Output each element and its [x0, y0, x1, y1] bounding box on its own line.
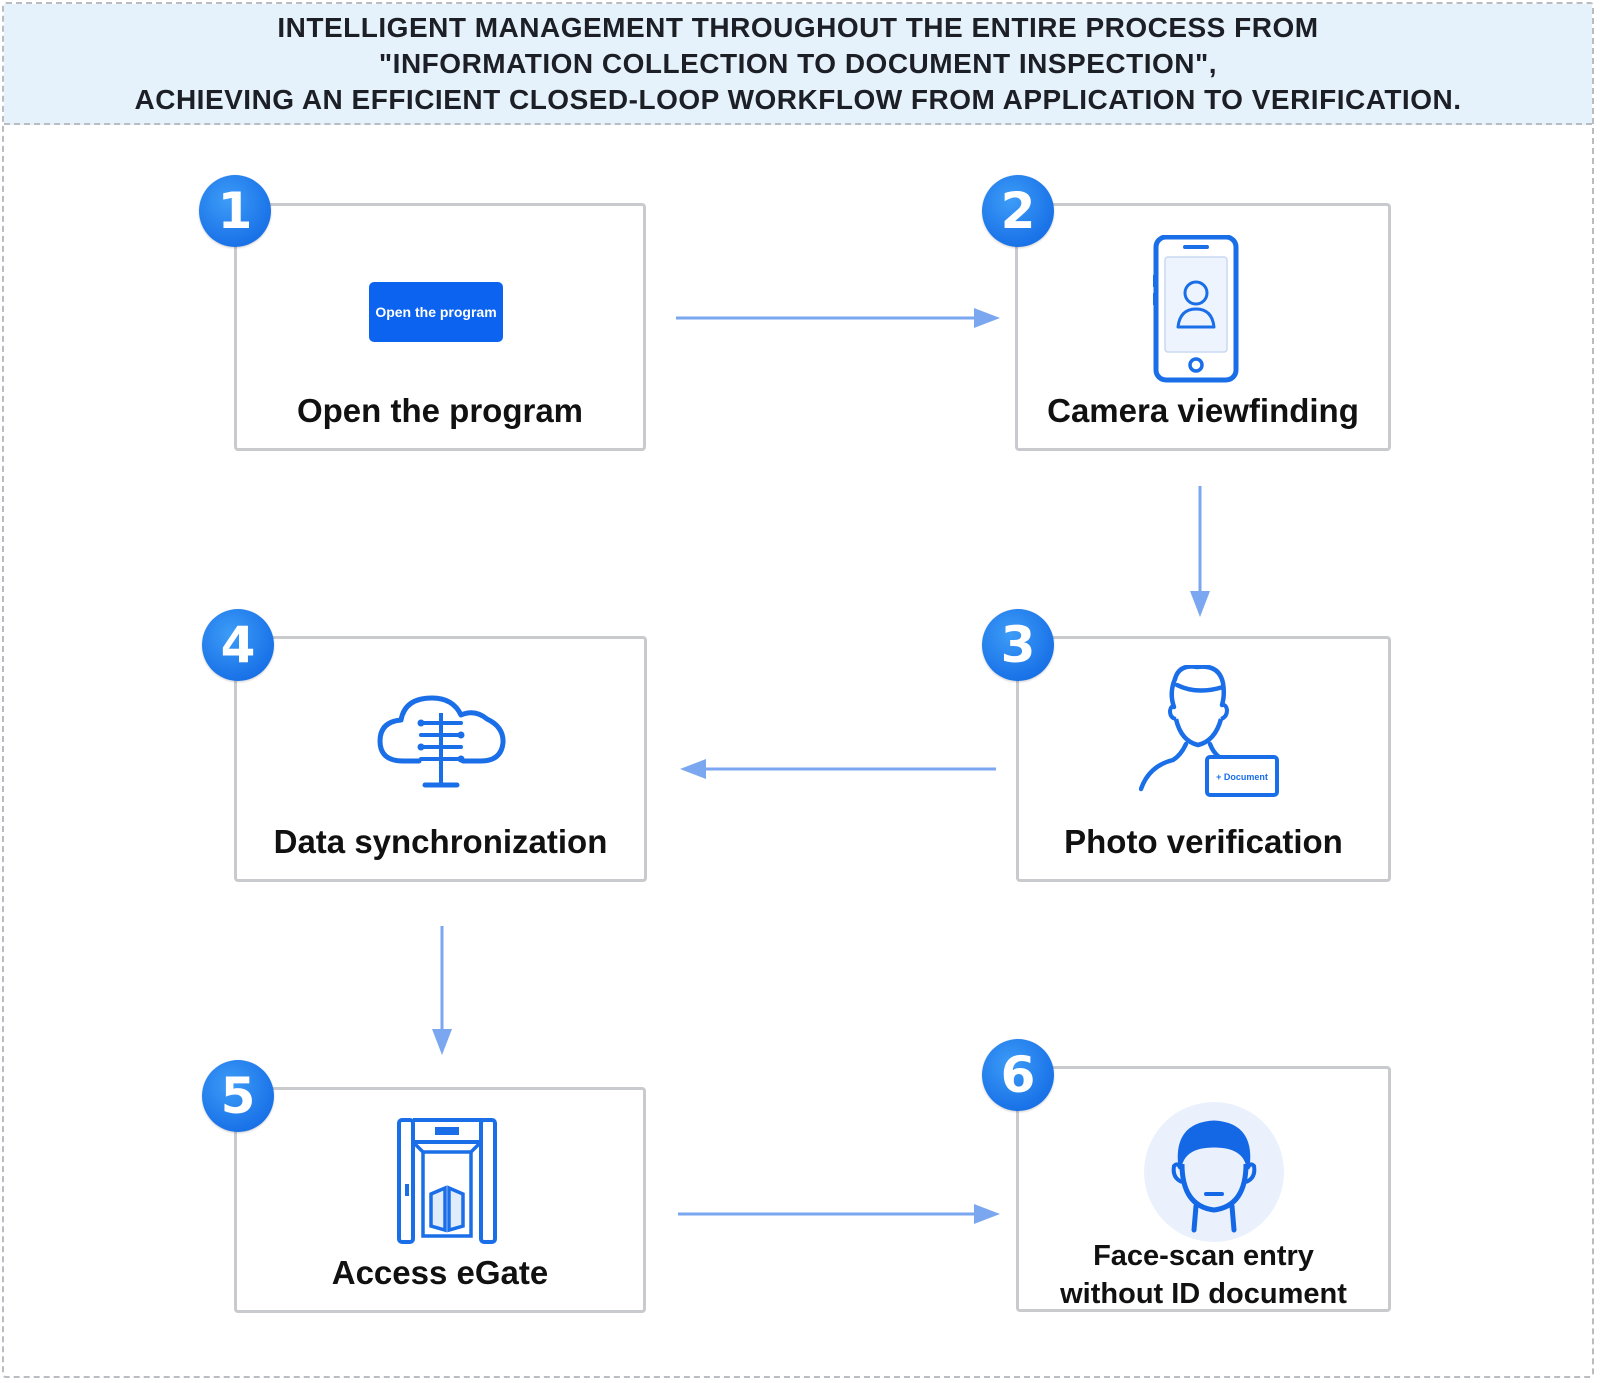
- step-5-box: Access eGate: [234, 1087, 646, 1313]
- step-5-label: Access eGate: [331, 1254, 549, 1291]
- step-6-box: Face-scan entry without ID document: [1016, 1066, 1391, 1312]
- step-2-label: Camera viewfinding: [1047, 392, 1359, 429]
- step-6-label: Face-scan entry without ID document: [1019, 1237, 1388, 1313]
- header-banner: INTELLIGENT MANAGEMENT THROUGHOUT THE EN…: [4, 4, 1592, 125]
- arrow-step4-to-step5: [432, 926, 452, 1055]
- step-6-label-line-1: Face-scan entry: [1093, 1240, 1314, 1272]
- arrow-step5-to-step6: [678, 1204, 1000, 1224]
- step-2-box: Camera viewfinding: [1015, 203, 1391, 451]
- smartphone-camera-icon: [1153, 235, 1239, 383]
- arrow-step2-to-step3: [1190, 486, 1210, 617]
- step-4-box: Data synchronization: [234, 636, 647, 882]
- egate-icon: [397, 1118, 497, 1244]
- step-6-badge: 6: [982, 1039, 1054, 1111]
- step-4-label: Data synchronization: [273, 823, 608, 860]
- step-6-label-line-2: without ID document: [1060, 1278, 1347, 1310]
- open-program-button-icon: Open the program: [369, 282, 503, 342]
- step-1-badge: 1: [199, 175, 271, 247]
- cloud-sync-icon: [377, 695, 506, 788]
- step-3-label: Photo verification: [1064, 823, 1343, 860]
- arrow-step3-to-step4: [680, 759, 996, 779]
- person-document-icon: + Document: [1139, 665, 1279, 797]
- document-tag-text: + Document: [1216, 772, 1268, 782]
- step-2-badge: 2: [982, 175, 1054, 247]
- step-3-badge: 3: [982, 609, 1054, 681]
- header-line-1: INTELLIGENT MANAGEMENT THROUGHOUT THE EN…: [277, 11, 1319, 43]
- step-5-badge: 5: [202, 1060, 274, 1132]
- step-1-label: Open the program: [296, 392, 584, 429]
- header-line-2: "INFORMATION COLLECTION TO DOCUMENT INSP…: [378, 47, 1218, 79]
- step-4-badge: 4: [202, 609, 274, 681]
- face-scan-icon: [1144, 1102, 1284, 1242]
- arrow-step1-to-step2: [676, 308, 1000, 328]
- step-3-box: + Document Photo verification: [1016, 636, 1391, 882]
- header-line-3: ACHIEVING AN EFFICIENT CLOSED-LOOP WORKF…: [134, 83, 1462, 115]
- step-1-box: Open the program Open the program: [234, 203, 646, 451]
